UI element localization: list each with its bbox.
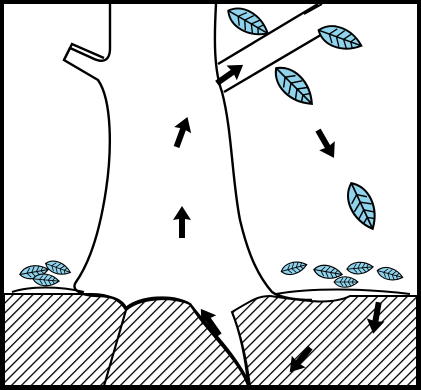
nutrient-cycle-diagram	[0, 0, 421, 390]
diagram-canvas	[0, 0, 421, 390]
